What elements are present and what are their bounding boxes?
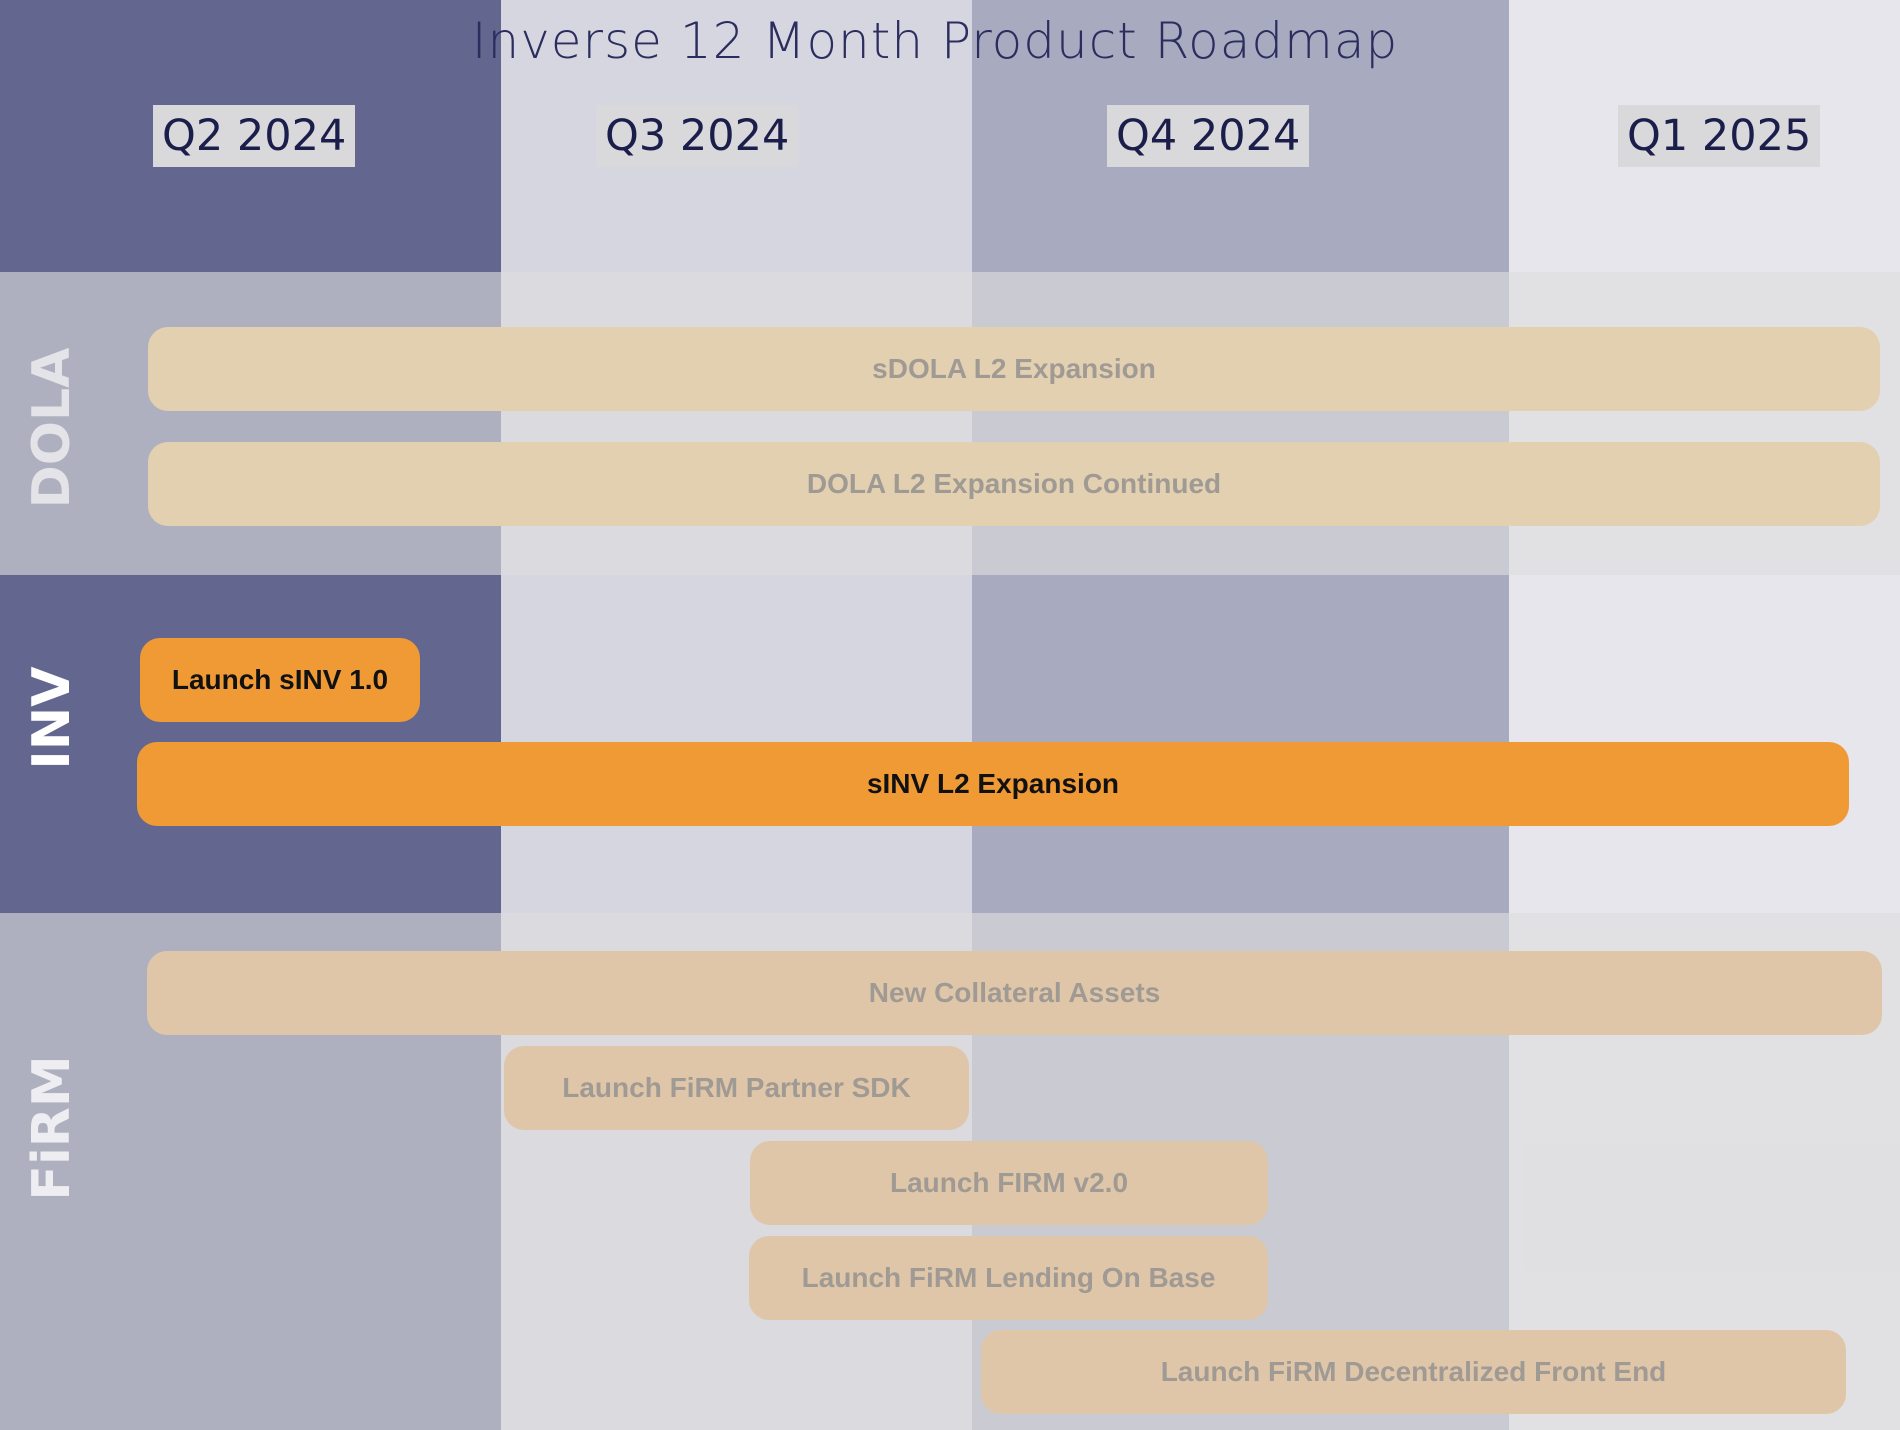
quarter-label-q4-2024: Q4 2024 xyxy=(1107,105,1310,167)
roadmap-bar-sinv-l2-expansion: sINV L2 Expansion xyxy=(137,742,1849,826)
row-label-inv: INV xyxy=(22,666,82,770)
page-title: Inverse 12 Month Product Roadmap xyxy=(471,12,1399,70)
roadmap-bar-launch-firm-partner-sdk: Launch FiRM Partner SDK xyxy=(504,1046,969,1130)
quarter-label-q2-2024: Q2 2024 xyxy=(153,105,356,167)
roadmap-bar-launch-firm-lending-on-base: Launch FiRM Lending On Base xyxy=(749,1236,1268,1320)
roadmap-bar-launch-sinv-1: Launch sINV 1.0 xyxy=(140,638,420,722)
roadmap-bar-launch-firm-decentralized-front-end: Launch FiRM Decentralized Front End xyxy=(981,1330,1846,1414)
quarter-label-q3-2024: Q3 2024 xyxy=(596,105,799,167)
row-label-dola: DOLA xyxy=(22,347,82,509)
roadmap-bar-sdola-l2-expansion: sDOLA L2 Expansion xyxy=(148,327,1880,411)
row-band-dola xyxy=(0,272,1900,575)
roadmap-bar-launch-firm-v2: Launch FIRM v2.0 xyxy=(750,1141,1268,1225)
roadmap-bar-new-collateral-assets: New Collateral Assets xyxy=(147,951,1882,1035)
row-label-firm: FiRM xyxy=(22,1055,82,1201)
quarter-label-q1-2025: Q1 2025 xyxy=(1618,105,1821,167)
roadmap-bar-dola-l2-expansion-continued: DOLA L2 Expansion Continued xyxy=(148,442,1880,526)
